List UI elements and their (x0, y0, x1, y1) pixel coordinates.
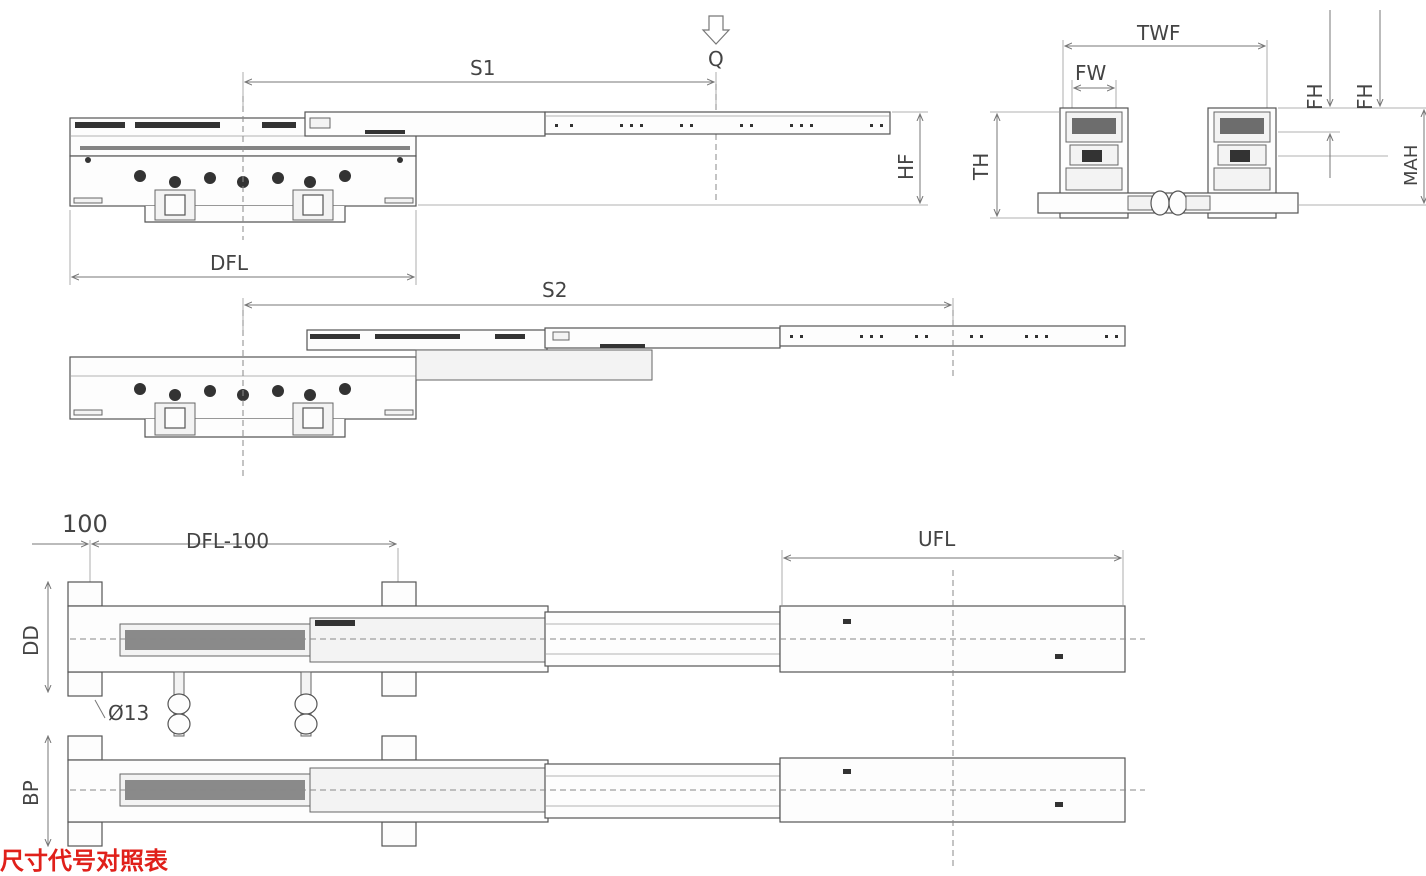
fh-label-1: FH (1303, 83, 1327, 110)
s1-label: S1 (470, 56, 495, 80)
middle-rail (304, 111, 546, 137)
inner-rail (544, 111, 891, 135)
dfl-100-label: DFL-100 (186, 529, 269, 553)
twf-label: TWF (1136, 21, 1181, 45)
side-view-s1: S1 Q (69, 15, 928, 285)
load-arrow-icon (701, 15, 731, 45)
ufl-label: UFL (918, 527, 956, 551)
dim-100-label: 100 (62, 510, 108, 538)
hf-label: HF (894, 153, 918, 180)
s2-label: S2 (542, 278, 567, 302)
end-view: TWF FW TH (969, 10, 1426, 219)
mah-label: MAH (1401, 145, 1422, 186)
footer-title: 尺寸代号对照表 (0, 847, 168, 875)
load-label: Q (708, 47, 724, 71)
dd-label: DD (19, 625, 43, 656)
dfl-label: DFL (210, 251, 249, 275)
th-label: TH (969, 153, 993, 181)
top-view: 100 DFL-100 UFL DD BP Ø13 (19, 510, 1145, 869)
side-view-s2: S2 (69, 278, 1126, 480)
fw-label: FW (1075, 61, 1107, 85)
bp-label: BP (19, 780, 43, 806)
hole-diameter-label: Ø13 (108, 701, 149, 725)
fh-label-2: FH (1353, 83, 1377, 110)
